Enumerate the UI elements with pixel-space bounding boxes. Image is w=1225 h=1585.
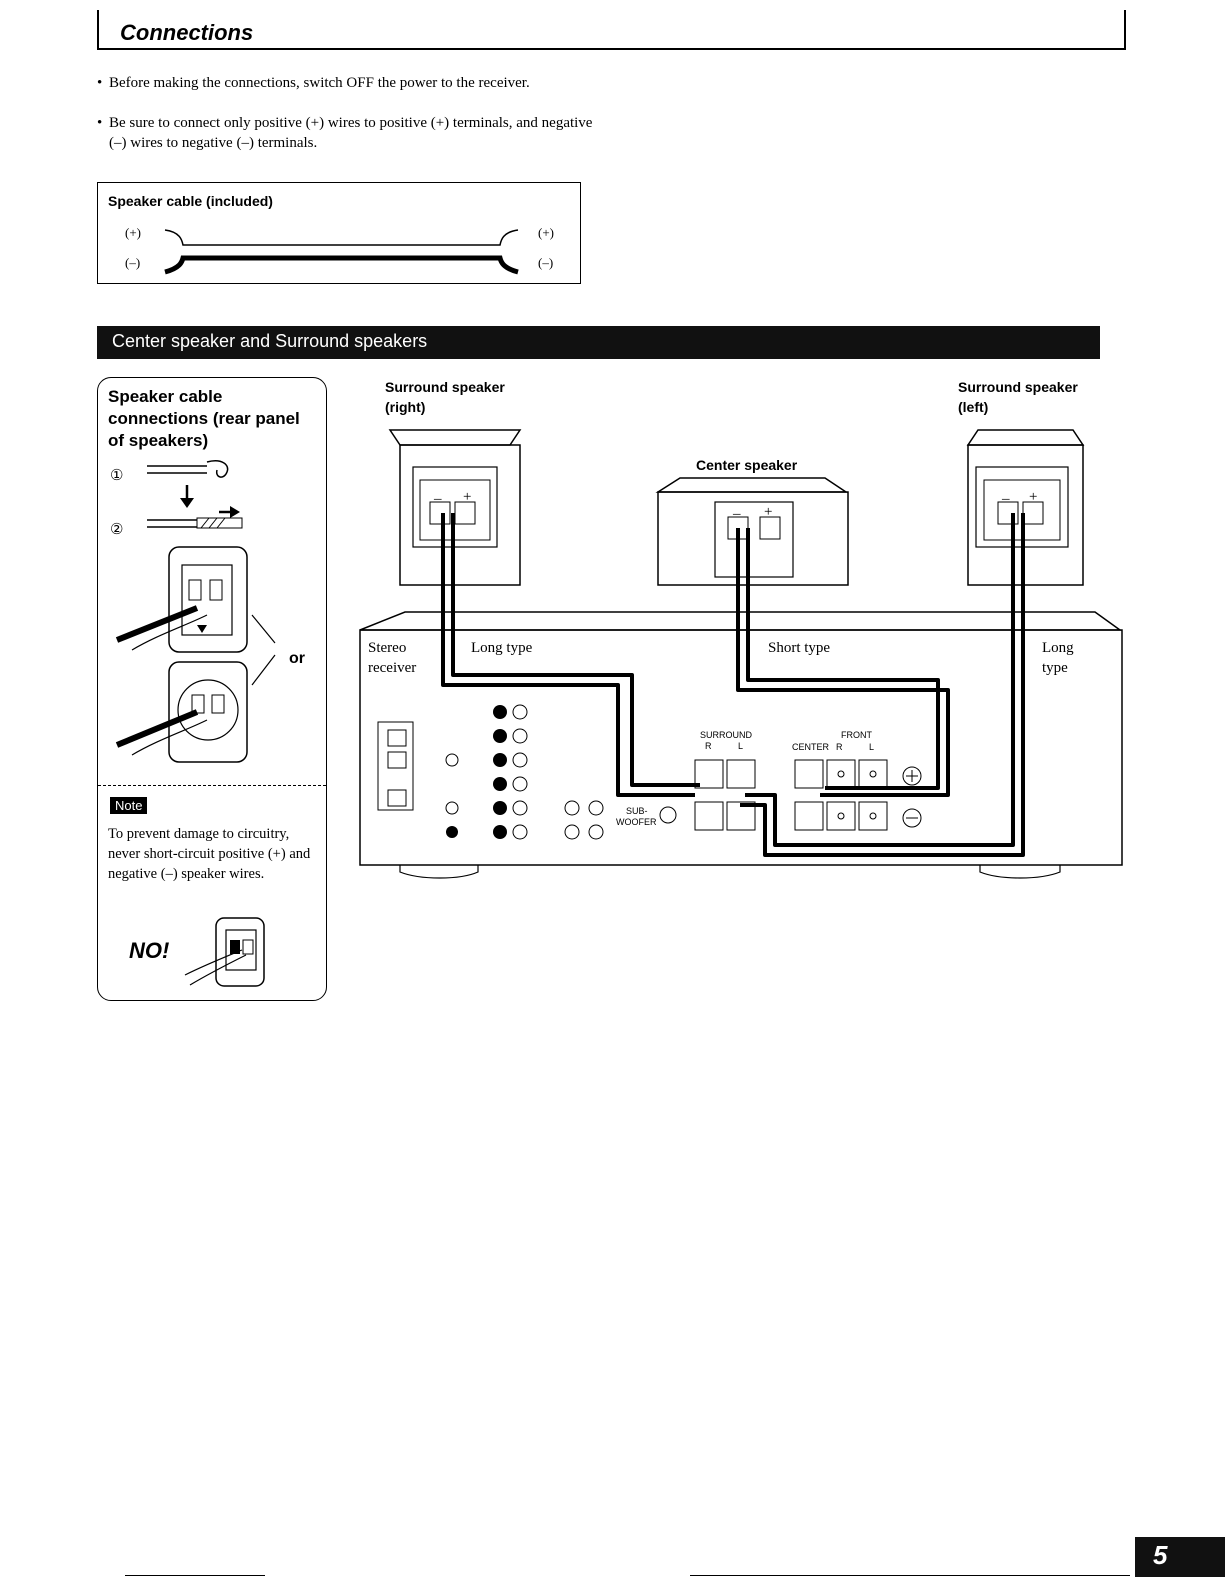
surround-left-label: Surround speaker (left) <box>958 377 1078 417</box>
cable-right-minus: (–) <box>538 255 554 270</box>
front-l-mark: L <box>869 742 875 752</box>
cable-left-plus: (+) <box>125 225 141 240</box>
front-group-label: FRONT <box>841 730 872 740</box>
center-terminal-plus: + <box>764 504 773 520</box>
note-badge: Note <box>110 797 148 814</box>
receiver-label-line1: Stereo <box>368 640 407 656</box>
surround-right-speaker <box>388 429 522 586</box>
sl-terminal-minus: – <box>1002 491 1010 507</box>
cable-right-plus: (+) <box>538 225 554 240</box>
surround-right-label-line2: (right) <box>385 399 426 415</box>
receiver-label: Stereo receiver <box>368 638 416 678</box>
no-label: NO! <box>129 938 170 963</box>
surround-right-label-line1: Surround speaker <box>385 379 505 395</box>
intro-bullet-text: Before making the connections, switch OF… <box>109 75 530 91</box>
short-circuit-illustration <box>184 917 265 987</box>
subwoofer-label-1: SUB- <box>626 806 648 816</box>
page-number-tab <box>1135 1537 1225 1577</box>
speaker-cable-title: Speaker cable (included) <box>108 193 273 209</box>
receiver-label-line2: receiver <box>368 660 417 676</box>
sr-terminal-plus: + <box>463 489 472 505</box>
subwoofer-label-2: WOOFER <box>616 817 657 827</box>
page-heading: Connections <box>120 20 254 45</box>
front-r-mark: R <box>836 742 843 752</box>
center-speaker-label: Center speaker <box>696 457 798 473</box>
cable-left-minus: (–) <box>125 255 141 270</box>
note-divider <box>98 785 326 786</box>
surround-l-mark: L <box>738 741 744 751</box>
speaker-cable-illustration <box>164 229 519 275</box>
bullet-marker: • <box>97 75 103 91</box>
surround-left-label-line1: Surround speaker <box>958 379 1078 395</box>
sl-terminal-plus: + <box>1029 489 1038 505</box>
speaker-wiring-diagram <box>359 429 1123 879</box>
speaker-cable-box <box>97 182 581 284</box>
speaker-wires <box>441 513 1025 857</box>
surround-left-label-line2: (left) <box>958 399 989 415</box>
short-type-label: Short type <box>768 640 831 656</box>
note-text: To prevent damage to circuitry, never sh… <box>108 826 311 882</box>
surround-right-label: Surround speaker (right) <box>385 377 505 417</box>
cable-prep-illustration <box>115 460 276 763</box>
section-title: Center speaker and Surround speakers <box>112 331 428 351</box>
header-rule-left <box>97 10 99 50</box>
center-terminal-minus: – <box>733 506 741 522</box>
side-panel-title: Speaker cable connections (rear panel of… <box>108 387 300 450</box>
center-speaker <box>655 477 849 586</box>
intro-bullet-text: Be sure to connect only positive (+) wir… <box>109 115 593 151</box>
footer-rule-left <box>125 1575 265 1576</box>
header-rule-right <box>1124 10 1126 50</box>
footer-rule-right <box>690 1575 1130 1576</box>
long-type-left-label: Long type <box>471 640 533 656</box>
step-2-number: ② <box>110 522 124 538</box>
or-label: or <box>289 650 305 667</box>
page-number: 5 <box>1153 1540 1168 1570</box>
header-rule <box>97 48 1126 50</box>
long-type-right-label: Long type <box>1042 638 1074 678</box>
long-type-right-line1: Long <box>1042 640 1074 656</box>
step-1-number: ① <box>110 468 124 484</box>
intro-bullet-1: • Before making the connections, switch … <box>97 73 597 93</box>
long-type-right-line2: type <box>1042 660 1068 676</box>
surround-r-mark: R <box>705 741 712 751</box>
bullet-marker: • <box>97 115 103 131</box>
intro-bullet-2: • Be sure to connect only positive (+) w… <box>97 113 597 153</box>
surround-group-label: SURROUND <box>700 730 753 740</box>
center-terminal-label: CENTER <box>792 742 830 752</box>
section-bar <box>97 326 1100 359</box>
sr-terminal-minus: – <box>434 491 442 507</box>
surround-left-speaker <box>966 429 1085 586</box>
side-panel <box>97 377 327 1001</box>
